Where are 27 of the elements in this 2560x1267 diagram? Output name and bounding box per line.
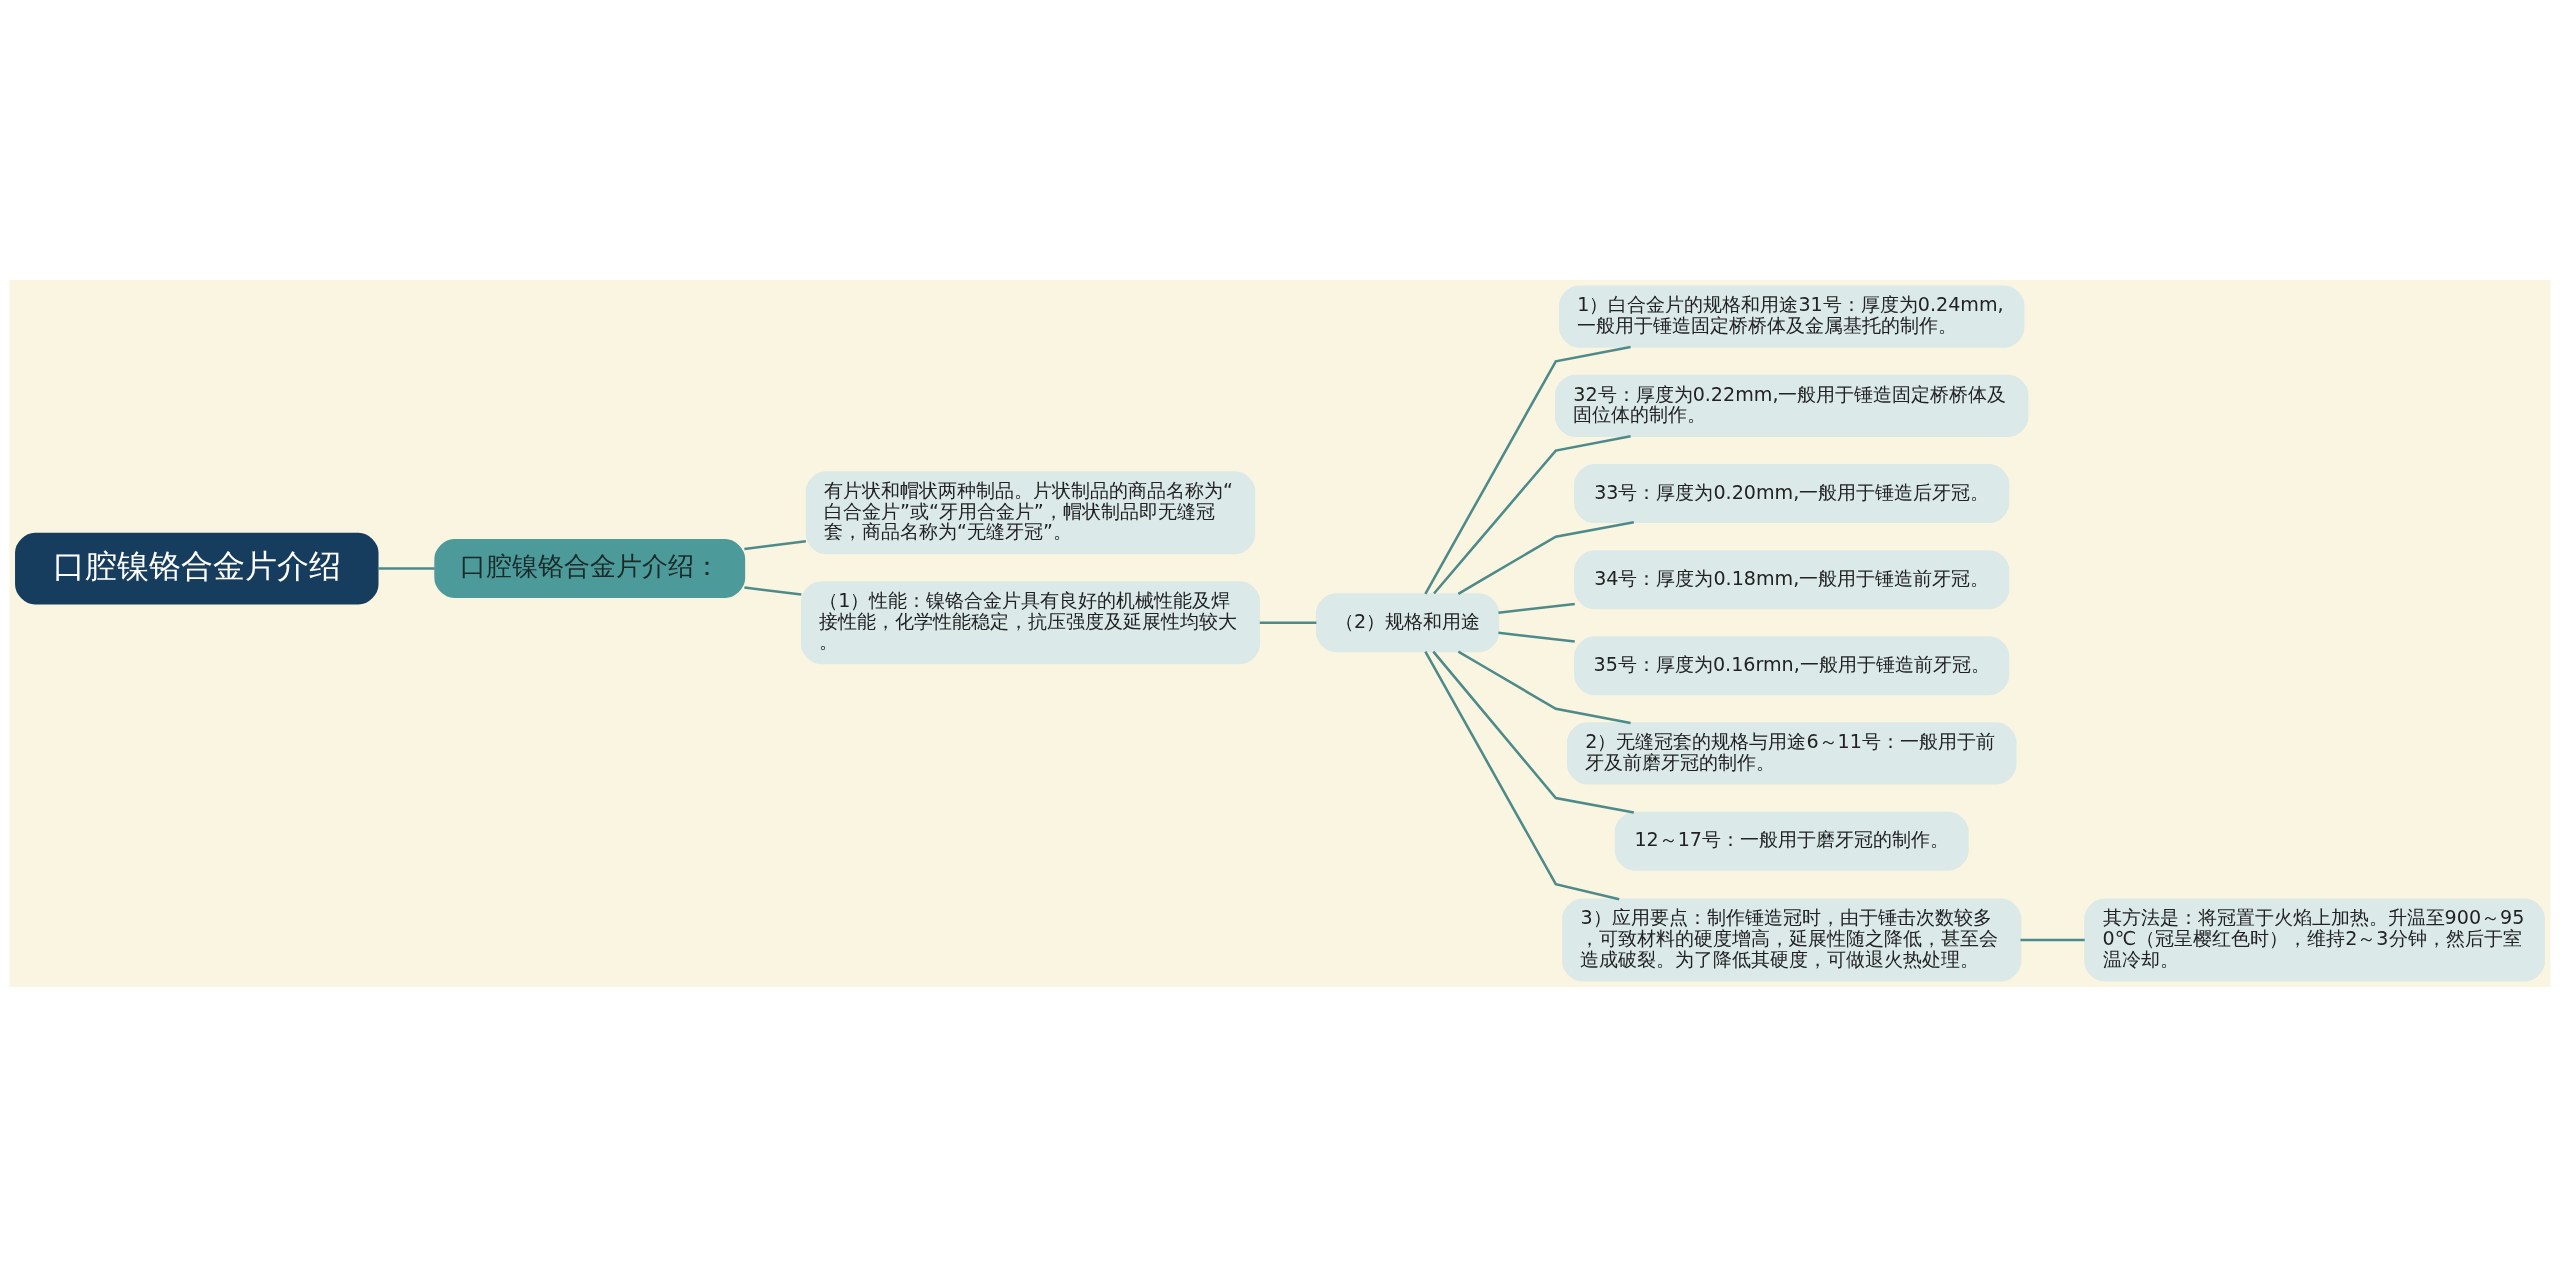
node-box: 其方法是：将冠置于火焰上加热。升温至900～950℃（冠呈樱红色时），维持2～3分钟，然后于室温冷却。 [2084, 898, 2545, 982]
node-box: 32号：厚度为0.22mm,一般用于锤造固定桥桥体及固位体的制作。 [1555, 374, 2029, 438]
node-box: 33号：厚度为0.20mm,一般用于锤造后牙冠。 [1574, 464, 2010, 524]
connector [744, 586, 802, 596]
node-box: 34号：厚度为0.18mm,一般用于锤造前牙冠。 [1574, 550, 2010, 610]
node-box: 1）白合金片的规格和用途31号：厚度为0.24mm,一般用于锤造固定桥桥体及金属基托的制作。 [1558, 285, 2025, 348]
node-box: 有片状和帽状两种制品。片状制品的商品名称为“白合金片”或“牙用合金片”，帽状制品即无缝冠套，商品名称为“无缝牙冠”。 [805, 471, 1256, 555]
node-box: 口腔镍铬合金片介绍： [434, 539, 746, 599]
connector [1424, 345, 1631, 595]
connector [1432, 650, 1635, 814]
connector [1498, 602, 1575, 614]
node-box: 口腔镍铬合金片介绍 [15, 532, 379, 605]
connector [1424, 651, 1620, 901]
node-box: 3）应用要点：制作锤造冠时，由于锤击次数较多，可致材料的硬度增高，延展性随之降低，甚至会造成破裂。为了降低其硬度，可做退火热处理。 [1562, 898, 2022, 982]
node-box: （1）性能：镍铬合金片具有良好的机械性能及焊接性能，化学性能稳定，抗压强度及延展性均较大。 [800, 581, 1261, 665]
connector [1433, 435, 1631, 595]
connector [2020, 938, 2085, 942]
connector [1457, 650, 1631, 725]
connector [744, 539, 807, 551]
connector [1498, 631, 1575, 643]
node-box: 12～17号：一般用于磨牙冠的制作。 [1614, 811, 1969, 871]
node-box: 2）无缝冠套的规格与用途6～11号：一般用于前牙及前磨牙冠的制作。 [1566, 722, 2017, 785]
node-box: （2）规格和用途 [1315, 593, 1500, 653]
node-box: 35号：厚度为0.16rmn,一般用于锤造前牙冠。 [1574, 636, 2010, 696]
connector [1457, 521, 1635, 595]
connector [377, 567, 435, 570]
connector [1259, 621, 1317, 624]
